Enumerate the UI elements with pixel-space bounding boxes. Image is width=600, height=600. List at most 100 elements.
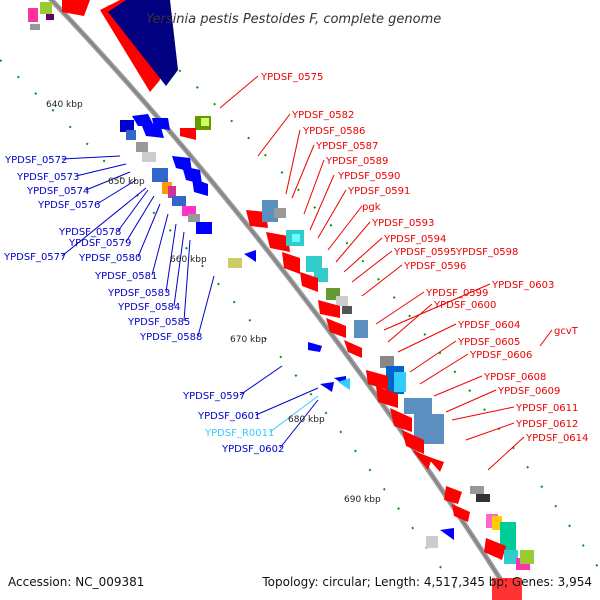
gene-block-reverse [108, 0, 178, 86]
gene-feature-right [354, 320, 368, 338]
gene-label-left: YPDSF_0577 [3, 252, 66, 263]
gene-feature-left [244, 250, 256, 262]
gene-feature-right [402, 430, 424, 454]
gene-feature-top [180, 128, 196, 140]
gene-feature-right [336, 296, 348, 306]
gene-label-right: YPDSF_0605 [457, 337, 520, 348]
gene-feature-right [394, 372, 406, 392]
accession-text: Accession: NC_009381 [8, 575, 144, 589]
gene-label-right: YPDSF_0612 [515, 419, 578, 430]
gene-feature-corner [28, 8, 38, 22]
gene-label-left: YPDSF_0583 [107, 288, 170, 299]
kbp-tick-label: 660 kbp [170, 255, 207, 265]
gene-feature-left [152, 168, 168, 182]
gene-feature-right [484, 538, 506, 560]
gene-feature-right [390, 408, 412, 432]
gene-label-left: YPDSF_0573 [16, 172, 79, 183]
gene-label-left: YPDSF_0581 [94, 271, 157, 282]
gene-feature-right [492, 516, 502, 530]
kbp-tick-label: 640 kbp [46, 100, 83, 110]
kbp-tick-label: 680 kbp [288, 415, 325, 425]
gene-feature-lower [338, 378, 350, 390]
gene-feature-right [318, 300, 340, 318]
gene-label-right: YPDSF_0608 [483, 372, 546, 383]
gene-feature-right [504, 550, 518, 564]
gene-label-right: YPDSF_0594 [383, 234, 446, 245]
gene-feature-right [344, 340, 362, 358]
gene-label-left: YPDSF_0585 [127, 317, 190, 328]
gene-label-right: pgk [362, 202, 381, 213]
gene-feature-top [201, 118, 209, 126]
gene-feature-right [426, 456, 444, 472]
gene-label-right: YPDSF_0589 [325, 156, 388, 167]
gene-feature-left [168, 186, 176, 198]
gene-feature-lower [320, 382, 334, 392]
gene-feature-right [282, 252, 300, 274]
gene-feature-left [228, 258, 242, 268]
gene-feature-right [380, 356, 394, 368]
gene-feature-right [492, 578, 522, 600]
gene-feature-left [126, 130, 136, 140]
gene-feature-right [376, 386, 398, 408]
gene-feature-left [162, 182, 172, 194]
gene-label-left: YPDSF_0601 [197, 411, 260, 422]
gene-label-left: YPDSF_0574 [26, 186, 89, 197]
genome-title: Yersinia pestis Pestoides F, complete ge… [146, 12, 441, 27]
gene-label-right: YPDSF_0614 [525, 433, 588, 444]
gene-label-right: YPDSF_0599 [425, 288, 488, 299]
gene-feature-right [274, 208, 286, 218]
gene-feature-right [476, 494, 490, 502]
gene-feature-right [266, 232, 290, 252]
gene-feature-right [520, 550, 534, 564]
gene-feature-left [182, 166, 202, 184]
gene-feature-lower [440, 528, 454, 540]
gene-feature-lower [426, 536, 438, 548]
gene-feature-lower [308, 342, 322, 352]
gene-label-right: YPDSF_0595 [393, 247, 456, 258]
gene-feature-right [404, 398, 432, 414]
gene-label-left: YPDSF_0588 [139, 332, 202, 343]
gene-label-right: YPDSF_0600 [433, 300, 496, 311]
gene-label-right: YPDSF_0604 [457, 320, 520, 331]
gene-feature-right [500, 522, 516, 550]
gene-label-right: YPDSF_0591 [347, 186, 410, 197]
gene-feature-left [136, 142, 148, 152]
gene-feature-left [196, 222, 212, 234]
gene-feature-corner [40, 2, 52, 14]
gene-label-right: YPDSF_0603 [491, 280, 554, 291]
gene-feature-right [326, 318, 346, 338]
gene-label-right: YPDSF_0575 [260, 72, 323, 83]
gene-label-right: gcvT [554, 326, 579, 337]
gene-feature-left [182, 206, 196, 216]
gene-feature-left [132, 114, 154, 126]
gene-feature-left [142, 152, 156, 162]
gene-label-left: YPDSF_0578 [58, 227, 121, 238]
gene-feature-right [470, 486, 484, 494]
gene-label-left: YPDSF_0572 [4, 155, 67, 166]
gene-label-left: YPDSF_0579 [68, 238, 131, 249]
gene-label-right: YPDSF_0598 [455, 247, 518, 258]
kbp-tick-label: 650 kbp [108, 177, 145, 187]
genome-summary-text: Topology: circular; Length: 4,517,345 bp… [261, 575, 592, 589]
gene-feature-right [444, 486, 462, 504]
gene-feature-corner [46, 14, 54, 20]
gene-label-left: YPDSF_0576 [37, 200, 100, 211]
gene-feature-right [342, 306, 352, 314]
gene-feature-corner [62, 0, 90, 16]
gene-label-left: YPDSF_R0011 [204, 428, 274, 439]
gene-label-right: YPDSF_0596 [403, 261, 466, 272]
gene-feature-corner [30, 24, 40, 30]
gene-feature-left [152, 118, 170, 130]
gene-feature-left [188, 214, 200, 222]
gene-label-right: YPDSF_0611 [515, 403, 578, 414]
gene-feature-left [120, 120, 134, 132]
gene-label-left: YPDSF_0597 [182, 391, 245, 402]
kbp-tick-label: 690 kbp [344, 495, 381, 505]
kbp-tick-label: 670 kbp [230, 335, 267, 345]
gene-label-right: YPDSF_0590 [337, 171, 400, 182]
gene-feature-right [412, 450, 432, 470]
gene-feature-right [292, 234, 300, 242]
